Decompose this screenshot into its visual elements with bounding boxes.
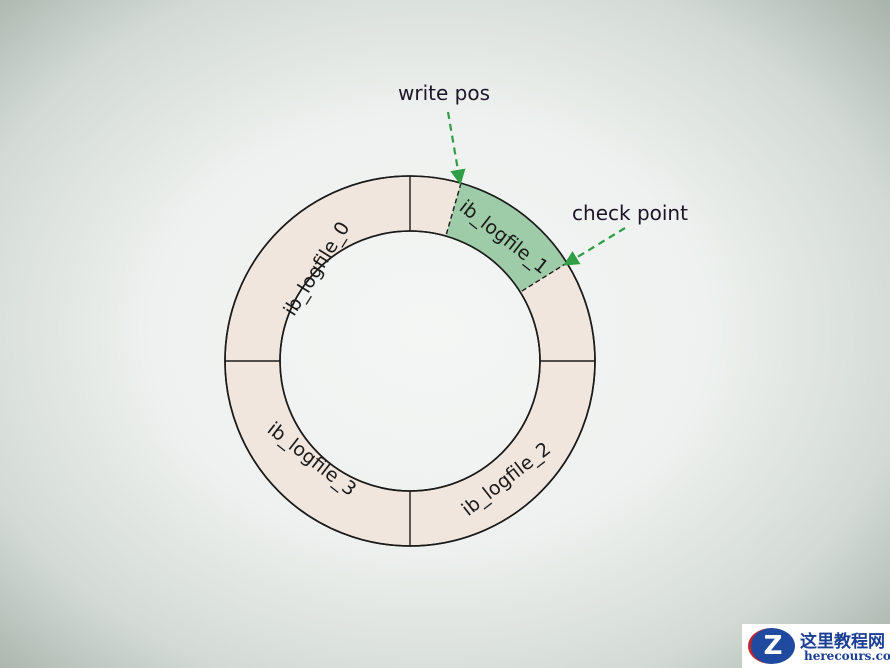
active-segment-write-to-checkpoint	[445, 183, 567, 293]
check-point-arrow	[563, 227, 626, 266]
watermark: Z 这里教程网 herecours.com	[742, 624, 890, 668]
check-point-label: check point	[572, 201, 688, 225]
write-pos-arrow	[446, 111, 466, 186]
write-pos-label: write pos	[398, 81, 490, 105]
watermark-url: herecours.com	[804, 649, 890, 663]
watermark-title: 这里教程网	[800, 632, 885, 652]
position-marker	[445, 182, 462, 237]
watermark-logo-icon: Z	[748, 628, 795, 664]
position-marker	[519, 262, 568, 293]
